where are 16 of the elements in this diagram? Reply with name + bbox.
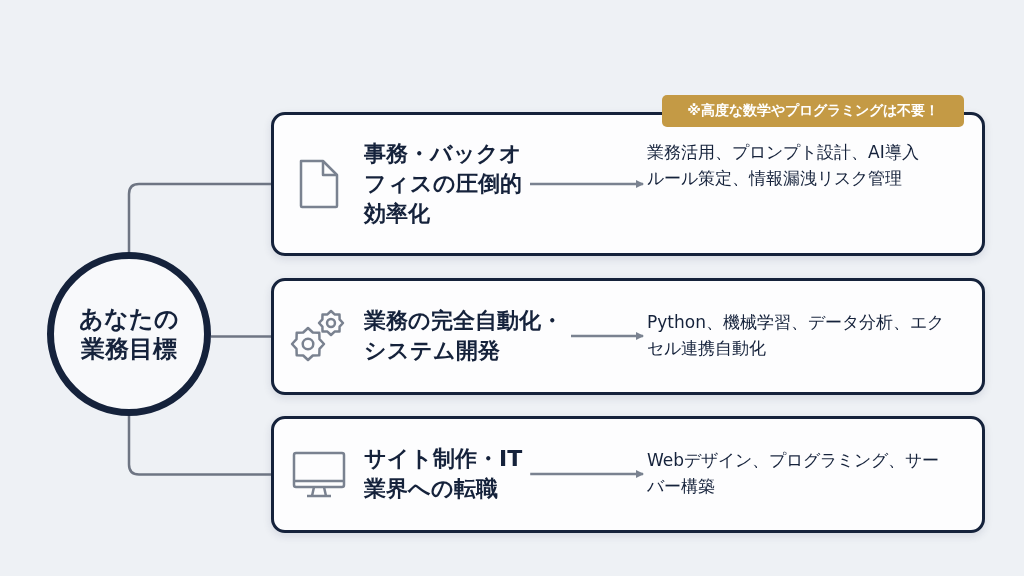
arrow [571,332,644,340]
note-badge: ※高度な数学やプログラミングは不要！ [662,95,964,127]
connector-line [127,182,271,252]
connector-line [211,335,271,338]
category-box [271,416,985,533]
goal-details: Python、機械学習、データ分析、エクセル連携自動化 [647,310,947,370]
goal-details: Webデザイン、プログラミング、サーバー構築 [647,448,947,508]
goal-title: 事務・バックオフィスの圧倒的効率化 [364,139,530,235]
goal-label: あなたの業務目標 [78,304,180,364]
connector-line [127,416,271,476]
goal-details: 業務活用、プロンプト設計、AI導入ルール策定、情報漏洩リスク管理 [647,140,927,230]
goal-title: 業務の完全自動化・システム開発 [364,306,571,372]
arrow [530,470,644,478]
arrow [530,180,644,188]
category-box [271,278,985,395]
goal-title: サイト制作・IT業界への転職 [364,444,531,510]
